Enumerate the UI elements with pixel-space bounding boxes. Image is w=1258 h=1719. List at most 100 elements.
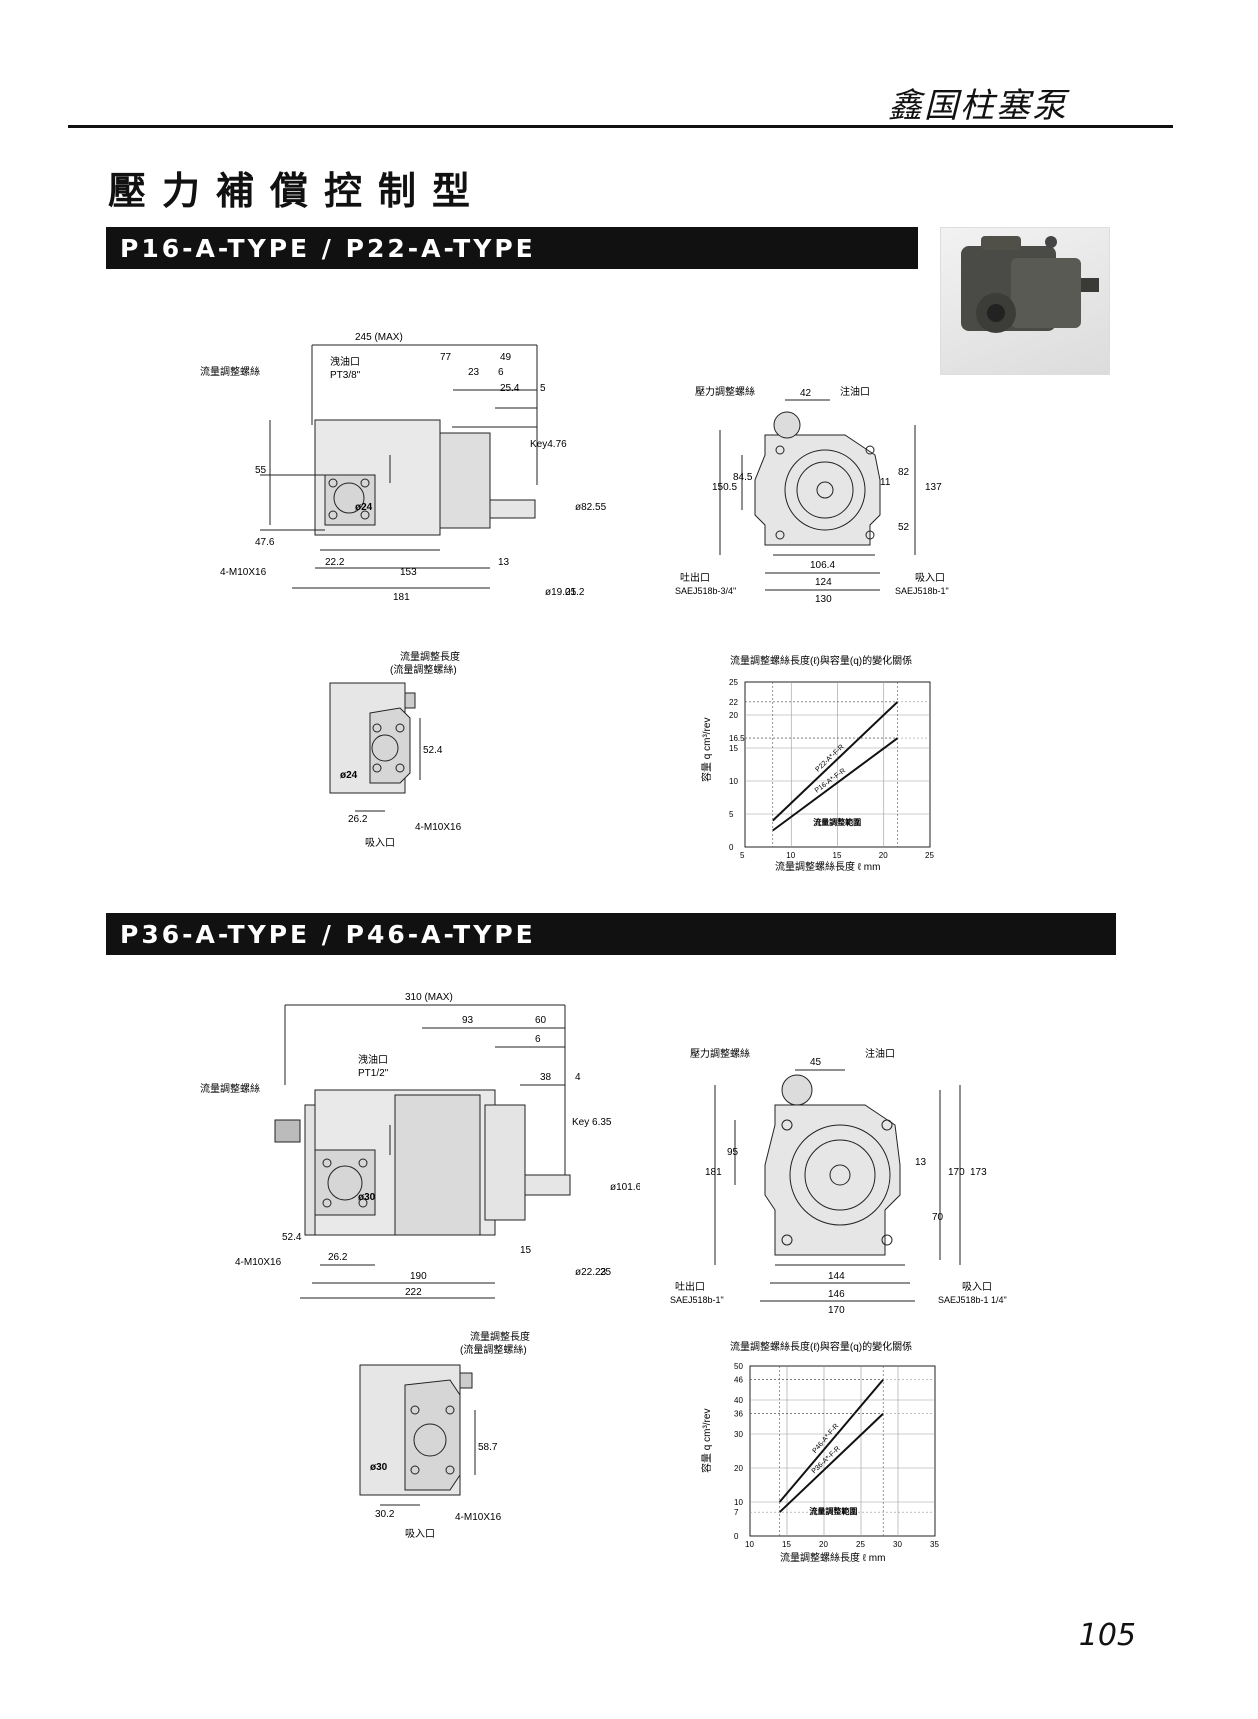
svg-text:95: 95: [727, 1147, 739, 1158]
svg-text:245 (MAX): 245 (MAX): [355, 332, 403, 343]
svg-text:吐出口: 吐出口: [680, 571, 710, 584]
bottom-view-drawing-1: 流量調整長度 (流量調整螺絲) ø24 52.4 26.2 4-M10X16 吸…: [329, 650, 462, 848]
chart-2-title: 流量調整螺絲長度(ℓ)與容量(q)的變化關係: [730, 1340, 912, 1353]
svg-text:146: 146: [828, 1289, 845, 1300]
brand-name: 鑫国柱塞泵: [888, 86, 1068, 126]
chart-1-ylabel: 容量 q cm³/rev: [700, 718, 713, 782]
svg-text:Key4.76: Key4.76: [530, 439, 567, 450]
y-tick-label: 20: [729, 711, 738, 720]
svg-text:181: 181: [705, 1167, 722, 1178]
svg-text:38: 38: [540, 1072, 552, 1083]
range-label: 流量調整範圍: [809, 1506, 857, 1516]
bottom-view-drawing-2: 流量調整長度 (流量調整螺絲) ø30 58.7 30.2 4-M10X16 吸…: [359, 1330, 530, 1540]
svg-text:吸入口: 吸入口: [405, 1529, 435, 1540]
y-tick-label: 16.5: [729, 734, 745, 743]
y-tick-label: 5: [729, 810, 734, 819]
svg-text:26.2: 26.2: [348, 814, 368, 825]
svg-text:58.7: 58.7: [478, 1442, 498, 1453]
svg-text:150.5: 150.5: [712, 482, 737, 493]
y-tick-label: 0: [729, 843, 734, 852]
page-number: 105: [1078, 1618, 1136, 1653]
svg-text:47.6: 47.6: [255, 537, 275, 548]
chart-2-xlabel: 流量調整螺絲長度 ℓ mm: [780, 1551, 885, 1564]
svg-text:PT3/8": PT3/8": [330, 370, 361, 381]
svg-text:84.5: 84.5: [733, 472, 753, 483]
svg-text:153: 153: [400, 567, 417, 578]
svg-text:(流量調整螺絲): (流量調整螺絲): [390, 663, 457, 676]
svg-text:26.2: 26.2: [328, 1252, 348, 1263]
svg-text:137: 137: [925, 482, 942, 493]
series-line: [778, 1378, 884, 1503]
svg-text:190: 190: [410, 1271, 427, 1282]
y-tick-label: 25: [729, 678, 738, 687]
svg-text:4: 4: [575, 1072, 581, 1083]
svg-text:25: 25: [600, 1267, 612, 1278]
front-view-drawing-2: 壓力調整螺絲 注油口 45 181 95 13 70 170 173 144 1…: [670, 1047, 1007, 1315]
svg-text:170: 170: [948, 1167, 965, 1178]
y-tick-label: 30: [734, 1430, 743, 1439]
y-tick-label: 7: [734, 1508, 739, 1517]
y-tick-label: 20: [734, 1464, 743, 1473]
x-tick-label: 20: [879, 851, 888, 860]
x-tick-label: 10: [745, 1540, 754, 1549]
svg-text:144: 144: [828, 1271, 845, 1282]
svg-text:吸入口: 吸入口: [365, 838, 395, 848]
x-tick-label: 25: [925, 851, 934, 860]
svg-text:6: 6: [498, 367, 504, 378]
svg-text:42: 42: [800, 388, 812, 399]
svg-text:52.4: 52.4: [423, 745, 443, 756]
svg-text:49: 49: [500, 352, 512, 363]
svg-text:310 (MAX): 310 (MAX): [405, 992, 453, 1003]
y-tick-label: 0: [734, 1532, 739, 1541]
svg-text:ø19.05: ø19.05: [545, 587, 577, 598]
svg-text:170: 170: [828, 1305, 845, 1315]
y-tick-label: 40: [734, 1396, 743, 1405]
svg-text:77: 77: [440, 352, 452, 363]
x-tick-label: 5: [740, 851, 745, 860]
svg-text:60: 60: [535, 1015, 547, 1026]
svg-text:4-M10X16: 4-M10X16: [235, 1257, 282, 1268]
svg-text:52: 52: [898, 522, 910, 533]
chart-1-xlabel: 流量調整螺絲長度 ℓ mm: [775, 860, 880, 873]
chart-1: 流量調整螺絲長度(ℓ)與容量(q)的變化關係 容量 q cm³/rev 流量調整…: [700, 654, 934, 873]
svg-text:流量調整長度: 流量調整長度: [400, 650, 460, 663]
svg-text:106.4: 106.4: [810, 560, 835, 571]
chart-2: 流量調整螺絲長度(ℓ)與容量(q)的變化關係 容量 q cm³/rev 流量調整…: [700, 1340, 939, 1564]
svg-text:21.2: 21.2: [565, 587, 585, 598]
y-tick-label: 10: [734, 1498, 743, 1507]
svg-text:45: 45: [810, 1057, 822, 1068]
svg-text:52.4: 52.4: [282, 1232, 302, 1243]
chart-2-ylabel: 容量 q cm³/rev: [700, 1409, 713, 1473]
svg-text:吐出口: 吐出口: [675, 1280, 705, 1293]
svg-text:ø82.55: ø82.55: [575, 502, 607, 513]
chart-1-title: 流量調整螺絲長度(ℓ)與容量(q)的變化關係: [730, 654, 912, 667]
svg-text:PT1/2": PT1/2": [358, 1068, 389, 1079]
svg-text:124: 124: [815, 577, 832, 588]
pump-photo: [940, 227, 1110, 375]
svg-text:130: 130: [815, 594, 832, 605]
section-bar-p16-p22: P16-A-TYPE / P22-A-TYPE: [106, 227, 918, 269]
svg-text:70: 70: [932, 1212, 944, 1223]
svg-text:25.4: 25.4: [500, 383, 520, 394]
x-tick-label: 35: [930, 1540, 939, 1549]
svg-text:流量調整長度: 流量調整長度: [470, 1330, 530, 1343]
svg-text:4-M10X16: 4-M10X16: [220, 567, 267, 578]
svg-text:注油口: 注油口: [840, 385, 870, 398]
y-tick-label: 10: [729, 777, 738, 786]
x-tick-label: 20: [819, 1540, 828, 1549]
svg-text:壓力調整螺絲: 壓力調整螺絲: [690, 1047, 750, 1060]
x-tick-label: 15: [833, 851, 842, 860]
svg-text:SAEJ518b-1 1/4": SAEJ518b-1 1/4": [938, 1295, 1007, 1305]
svg-text:181: 181: [393, 592, 410, 603]
svg-text:13: 13: [498, 557, 510, 568]
svg-text:173: 173: [970, 1167, 987, 1178]
svg-text:注油口: 注油口: [865, 1047, 895, 1060]
svg-text:SAEJ518b-1": SAEJ518b-1": [670, 1295, 724, 1305]
section-bar-p36-p46: P36-A-TYPE / P46-A-TYPE: [106, 913, 1116, 955]
svg-text:吸入口: 吸入口: [962, 1282, 992, 1293]
svg-text:ø30: ø30: [370, 1462, 388, 1473]
svg-text:11: 11: [880, 477, 891, 488]
svg-text:SAEJ518b-3/4": SAEJ518b-3/4": [675, 586, 736, 596]
svg-text:SAEJ518b-1": SAEJ518b-1": [895, 586, 949, 596]
series-line: [772, 701, 899, 822]
